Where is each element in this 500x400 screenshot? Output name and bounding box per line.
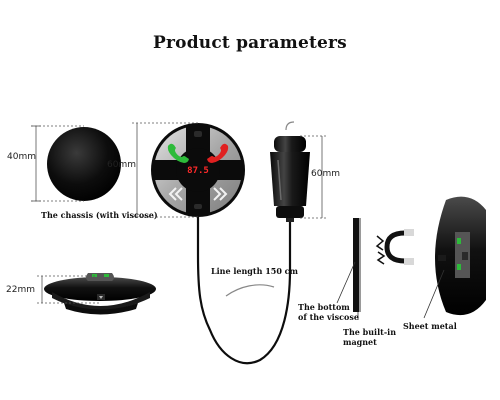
answer-call-icon xyxy=(167,143,189,163)
car-charger xyxy=(270,121,310,222)
hangup-call-icon xyxy=(207,143,229,163)
charger-dimension-label: 60mm xyxy=(311,169,340,179)
chassis-dimension-line xyxy=(31,125,84,202)
magnet-line-2: magnet xyxy=(343,337,377,347)
page-title: Product parameters xyxy=(153,33,347,53)
frequency-display-bg xyxy=(187,163,209,175)
magnet-icon xyxy=(384,229,414,265)
frequency-display: 87.5 xyxy=(187,166,209,176)
bottom-viscose-line-1: The bottom xyxy=(298,302,350,312)
line-length-arc xyxy=(225,284,275,297)
viscose-pointer-line xyxy=(336,261,356,304)
chassis-dimension-label: 40mm xyxy=(7,152,36,162)
bottom-viscose-label: The bottom of the viscose xyxy=(298,302,359,322)
bottom-viscose-line-2: of the viscose xyxy=(298,312,359,322)
viscose-plate-edge xyxy=(359,218,361,312)
mounted-device-side-view xyxy=(435,196,486,316)
line-length-label: Line length 150 cm xyxy=(211,266,299,276)
next-track-icon xyxy=(213,187,228,201)
previous-track-icon xyxy=(168,187,183,201)
device-side-view xyxy=(44,273,156,315)
sheet-metal-pointer-line xyxy=(423,269,445,319)
viscose-plate xyxy=(353,218,360,312)
chassis-label: The chassis (with viscose) xyxy=(41,210,158,220)
magnetic-attraction-icon xyxy=(375,235,386,265)
charger-dimension-line xyxy=(300,135,327,219)
device-dimension-line xyxy=(132,122,198,218)
device-dimension-label: 60mm xyxy=(107,160,136,170)
built-in-magnet-label: The built-in magnet xyxy=(343,327,396,347)
magnet-line-1: The built-in xyxy=(343,327,397,337)
cable xyxy=(196,217,292,365)
side-dimension-label: 22mm xyxy=(6,285,35,295)
chassis-disk xyxy=(47,127,121,201)
side-dimension-line xyxy=(37,275,100,304)
sheet-metal-label: Sheet metal xyxy=(403,321,457,331)
